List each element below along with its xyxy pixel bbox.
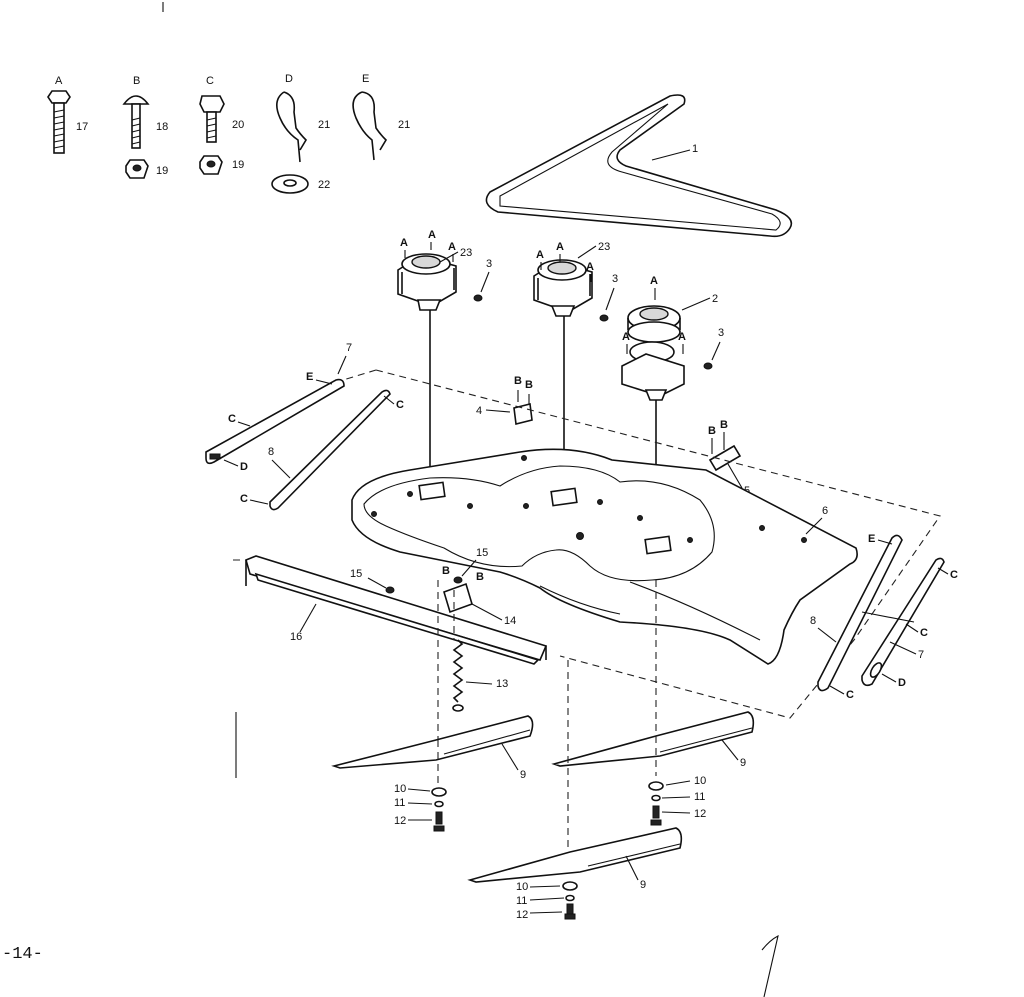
right-linkage: 8 7 E C C D C [810,533,958,701]
svg-text:A: A [556,241,564,253]
callout-deck: 6 [822,505,828,517]
hairpin-e-icon [352,91,388,161]
center-hardware: 14 15 15 B B 13 [350,547,516,740]
svg-text:D: D [898,677,906,689]
callout-arm-left: 8 [268,446,274,458]
svg-text:A: A [650,275,658,287]
svg-text:B: B [442,565,450,577]
callout-bolt-right: 12 [694,808,706,820]
front-bar: 16 [245,555,548,665]
legend-letter-c: C [206,75,214,87]
blade-left: 9 [331,715,534,781]
svg-text:C: C [240,493,248,505]
callout-link-left: 7 [346,342,352,354]
legend-letter-d: D [285,73,293,85]
arrow-labels-a: A A A A A A A A A [400,229,686,354]
callout-link-right: 7 [918,649,924,661]
callout-fitting-3: 3 [718,327,724,339]
svg-text:C: C [920,627,928,639]
callout-bolt-left: 12 [394,815,406,827]
hardware-legend: A 17 B 18 19 C 20 19 D 21 22 E 21 [47,73,410,194]
bolt-c-icon [199,95,225,113]
legend-letter-a: A [55,75,63,87]
legend-ref-17: 17 [76,121,88,133]
callout-arm-right: 8 [810,615,816,627]
svg-text:B: B [525,379,533,391]
legend-ref-18: 18 [156,121,168,133]
legend-ref-19-b: 19 [156,165,168,177]
svg-text:A: A [678,331,686,343]
callout-lockwasher-left: 11 [394,797,405,809]
belt-part: 1 [485,94,793,238]
hardware-left: 10 11 12 [394,783,447,832]
blade-bottom: 9 [467,827,683,891]
svg-text:B: B [476,571,484,583]
deck-envelope-outline [375,369,941,719]
callout-washer-left: 10 [394,783,406,795]
legend-ref-21-d: 21 [318,119,330,131]
legend-ref-20: 20 [232,119,244,131]
spindle-right [621,305,685,550]
callout-lockwasher-bottom: 11 [516,895,527,907]
svg-text:E: E [306,371,313,383]
callout-belt: 1 [692,143,698,155]
page-number: -14- [2,945,43,964]
callout-fitting-2: 3 [612,273,618,285]
svg-text:C: C [396,399,404,411]
blade-center: 9 [551,711,755,769]
callout-fitting-1: 3 [486,258,492,270]
svg-text:C: C [228,413,236,425]
callout-washer-bottom: 10 [516,881,528,893]
callout-front-bar: 16 [290,631,302,643]
callout-clip: 14 [504,615,516,627]
callout-bolt-bottom: 12 [516,909,528,921]
callout-blade-bottom: 9 [640,879,646,891]
callout-bracket-4: 4 [476,405,482,417]
callout-pulley: 2 [712,293,718,305]
svg-text:B: B [514,375,522,387]
bolt-b-icon [122,95,150,105]
svg-text:A: A [448,241,456,253]
callout-spindle-left: 23 [460,247,472,259]
grease-fittings: 3 3 3 [473,258,724,370]
svg-text:E: E [868,533,875,545]
legend-letter-b: B [133,75,140,87]
callout-blade-right: 9 [740,757,746,769]
bolt-a-icon [47,90,71,104]
assembly-lines [437,580,657,850]
callout-spindle-center: 23 [598,241,610,253]
hardware-bottom: 10 11 12 [516,881,578,921]
spindle-left [397,253,457,500]
legend-ref-19-c: 19 [232,159,244,171]
callout-blade-left: 9 [520,769,526,781]
left-linkage: 7 8 E C C D C [205,342,404,511]
mower-deck: 6 [351,448,858,665]
legend-ref-22: 22 [318,179,330,191]
svg-text:A: A [536,249,544,261]
spindle-center [533,259,593,510]
callout-nut-2: 15 [476,547,488,559]
scan-marks [162,2,779,997]
svg-text:A: A [622,331,630,343]
hardware-right: 10 11 12 [648,775,706,826]
legend-ref-21-e: 21 [398,119,410,131]
svg-text:C: C [846,689,854,701]
svg-text:A: A [428,229,436,241]
hairpin-d-icon [276,91,308,163]
letter-d: D [240,461,248,473]
callout-washer-right: 10 [694,775,706,787]
letter-a: A [400,237,408,249]
svg-text:C: C [950,569,958,581]
svg-text:A: A [586,261,594,273]
svg-text:B: B [720,419,728,431]
spring-icon [452,639,464,703]
callout-nut-1: 15 [350,568,362,580]
svg-text:B: B [708,425,716,437]
legend-letter-e: E [362,73,369,85]
callout-spring: 13 [496,678,508,690]
callout-lockwasher-right: 11 [694,791,705,803]
